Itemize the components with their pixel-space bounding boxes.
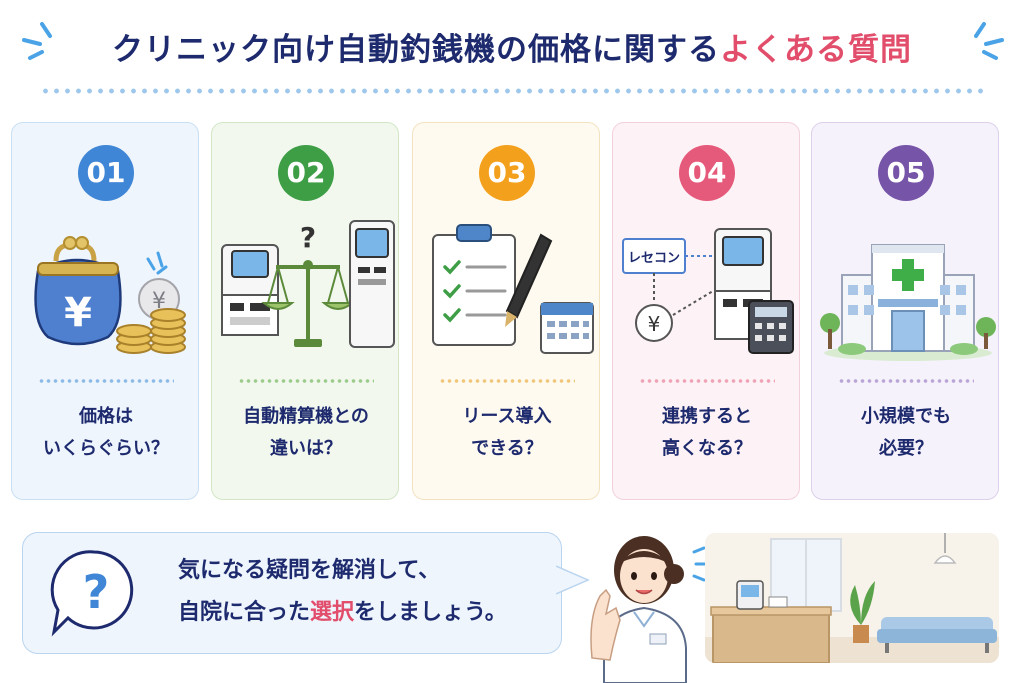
question-mark: ?	[300, 221, 316, 254]
card-question: 価格は いくらぐらい？	[43, 406, 169, 459]
recon-link-icon: レセコン ¥	[622, 228, 794, 354]
faq-card-integration[interactable]: 04 レセコン ¥ 連携すると 高くなる？	[612, 122, 800, 500]
speech-bubble	[22, 532, 562, 654]
svg-text:?: ?	[83, 565, 110, 619]
speech-bubble-tail	[556, 565, 590, 595]
clinic-building-icon	[820, 244, 996, 361]
purse-yen-coins-icon: ¥ ¥	[34, 236, 186, 354]
purse-yen-symbol: ¥	[64, 290, 92, 336]
recon-yen-symbol: ¥	[648, 312, 661, 336]
balance-machines-icon: ?	[221, 220, 395, 348]
card-divider	[238, 379, 374, 383]
faq-card-lease[interactable]: 03 リース導入 できる？	[412, 122, 600, 500]
card-divider	[439, 379, 575, 383]
sparkle-left-icon	[22, 22, 52, 60]
card-divider	[38, 379, 174, 383]
card-question: リース導入 できる？	[462, 406, 552, 459]
bubble-message: 気になる疑問を解消して、 自院に合った選択をしましょう。	[178, 550, 558, 634]
question-bubble-icon: ?	[50, 550, 134, 637]
coin-yen-symbol: ¥	[152, 289, 166, 314]
card-number: 02	[278, 145, 334, 201]
recon-label: レセコン	[628, 251, 680, 266]
card-question: 連携すると 高くなる？	[662, 406, 752, 459]
card-number: 03	[479, 145, 535, 201]
bubble-line-1: 気になる疑問を解消して、	[178, 558, 441, 583]
card-number: 01	[78, 145, 134, 201]
title-main: クリニック向け自動釣銭機の価格に関する	[112, 32, 720, 68]
nurse-illustration	[590, 536, 712, 683]
title-accent: よくある質問	[720, 32, 912, 68]
card-question: 小規模でも 必要？	[861, 406, 951, 459]
card-divider	[838, 379, 974, 383]
reception-room-illustration	[705, 533, 999, 663]
checklist-calendar-icon	[432, 224, 594, 354]
page-title: クリニック向け自動釣銭機の価格に関するよくある質問	[0, 22, 1024, 78]
card-number: 05	[878, 145, 934, 201]
faq-card-difference[interactable]: 02 ? 自動精算機との 違いは？	[211, 122, 399, 500]
bubble-line-2: 自院に合った選択をしましょう。	[178, 600, 507, 625]
card-question: 自動精算機との 違いは？	[243, 406, 369, 459]
faq-card-small-clinic[interactable]: 05 小規模でも 必要？	[811, 122, 999, 500]
sparkle-right-icon	[974, 22, 1004, 60]
card-divider	[639, 379, 775, 383]
title-divider	[40, 88, 984, 94]
card-number: 04	[679, 145, 735, 201]
faq-card-price[interactable]: 01 ¥ ¥ 価格は いくらぐらい？	[11, 122, 199, 500]
highlight-word: 選択	[310, 600, 355, 625]
